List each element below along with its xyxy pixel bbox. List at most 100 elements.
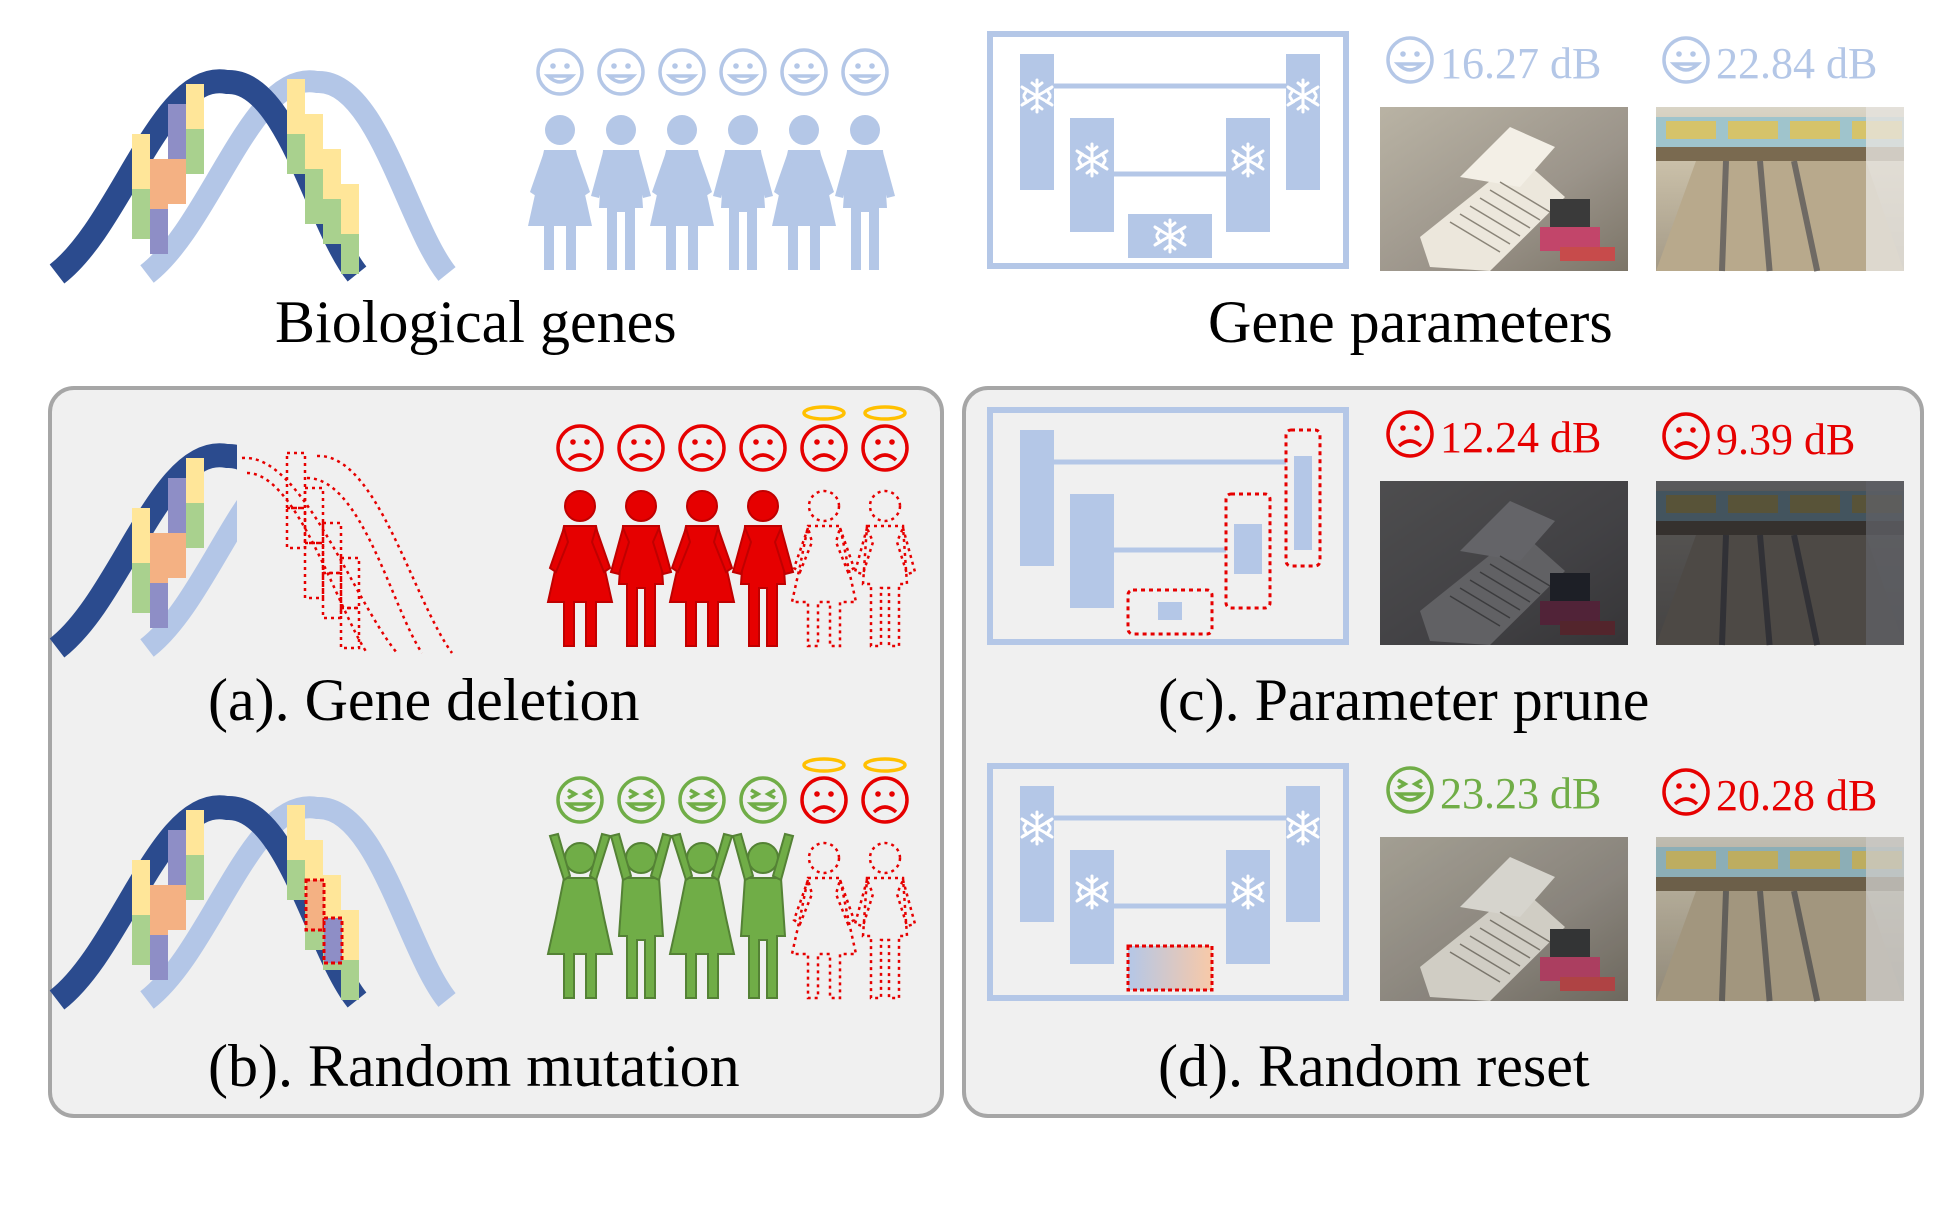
person-figure: [610, 490, 672, 647]
red-book: [1560, 247, 1615, 261]
base-pair-bar: [341, 234, 359, 274]
face-eye: [814, 791, 820, 797]
base-pair-bar: [168, 885, 186, 930]
base-pair-bar: [150, 209, 168, 254]
base-pair-bar: [132, 189, 150, 239]
unet-pruned-diagram: [987, 407, 1349, 645]
network-frame: [987, 31, 1349, 269]
base-pair-bar: [287, 805, 305, 860]
deleted-strand-outline: [246, 471, 369, 654]
lane-sign: [1790, 851, 1840, 869]
sad-face-icon: [800, 776, 848, 824]
laughing-face-icon: [739, 776, 787, 824]
open-book-photo: [1380, 107, 1628, 271]
person-figure: [790, 841, 858, 1000]
lane-gutter: [1757, 160, 1773, 272]
person-figure: [547, 490, 613, 647]
lane-sign: [1666, 121, 1716, 139]
halo-icon: [863, 757, 907, 773]
person-figure: [853, 489, 917, 648]
face-eye: [692, 439, 698, 445]
face-eye: [875, 439, 881, 445]
book-page: [1420, 887, 1565, 1001]
person-figure: [713, 115, 773, 270]
text-line: [1489, 919, 1541, 951]
network-frame: [987, 763, 1349, 1001]
face-eye: [1400, 51, 1406, 57]
pillar: [1866, 837, 1904, 1001]
face-eye: [869, 63, 875, 69]
base-pair-bar: [186, 810, 204, 855]
text-line: [1479, 927, 1531, 959]
unet-reset-diagram: [987, 763, 1349, 1001]
psnr-score-reset-2: 20.28 dB: [1716, 771, 1877, 820]
pin-deck: [1656, 877, 1904, 891]
psnr-score-top-1: 16.27 dB: [1440, 39, 1601, 88]
text-line: [1489, 189, 1541, 221]
sad-face-icon: [678, 424, 726, 472]
person-figure: [835, 115, 895, 270]
face-eye: [828, 791, 834, 797]
caption-parameter-prune: (c). Parameter prune: [1158, 667, 1650, 733]
decoder-block-2: [1234, 524, 1262, 574]
text-line: [1469, 205, 1521, 237]
lane-gutter: [1757, 890, 1773, 1002]
base-pair-bar: [150, 583, 168, 628]
face-eye: [631, 439, 637, 445]
sad-face-icon: [861, 424, 909, 472]
lane-gutter: [1791, 160, 1821, 272]
lane-gutter: [1719, 890, 1729, 1002]
open-book-photo: [1380, 481, 1628, 645]
lane-floor: [1656, 891, 1904, 1001]
deleted-strand-outline: [241, 456, 398, 654]
person-figure: [732, 490, 794, 647]
deleted-region: [237, 443, 467, 658]
dna-helix-mutated-icon: [49, 795, 456, 1010]
pruned-outline: [1126, 588, 1214, 636]
sad-face-icon: [800, 424, 848, 472]
text-line: [1479, 197, 1531, 229]
decoder-block-1: [1294, 456, 1312, 550]
person-figure: [610, 833, 672, 999]
face-eye: [1414, 425, 1420, 431]
face-eye: [645, 439, 651, 445]
dna-helix-icon: [49, 69, 456, 284]
laughing-face-icon: [1386, 766, 1434, 814]
encoder-block-2: [1070, 494, 1114, 608]
face-eye: [1690, 51, 1696, 57]
caption-gene-deletion: (a). Gene deletion: [208, 667, 640, 733]
dna-helix-deleted-icon: [49, 443, 467, 658]
decoder-block-1: [1286, 54, 1320, 190]
base-pair-bar: [305, 169, 323, 224]
dark-overlay: [1656, 481, 1904, 645]
base-pair-bar: [287, 860, 305, 900]
laughing-face-icon: [678, 776, 726, 824]
network-frame: [987, 407, 1349, 645]
person-figure: [772, 115, 836, 270]
sad-face-icon: [617, 424, 665, 472]
base-pair-bar: [132, 508, 150, 563]
halo-icon: [802, 405, 846, 421]
face-eye: [1690, 783, 1696, 789]
mutated-base-bar: [322, 916, 344, 965]
psnr-score-top-2: 22.84 dB: [1716, 39, 1877, 88]
person-figure: [591, 115, 651, 270]
red-book: [1560, 977, 1615, 991]
caption-random-mutation: (b). Random mutation: [208, 1033, 740, 1099]
base-pair-bar: [168, 830, 186, 885]
face-eye: [733, 63, 739, 69]
base-pair-bar: [323, 149, 341, 199]
smile-face-icon: [780, 48, 828, 96]
caption-gene-parameters: Gene parameters: [1208, 289, 1613, 355]
phone: [1550, 929, 1590, 959]
text-line: [1469, 935, 1521, 967]
face-eye: [1414, 51, 1420, 57]
face-eye: [753, 439, 759, 445]
dark-overlay: [1656, 837, 1904, 1001]
bowling-alley-photo: [1656, 107, 1904, 272]
lane-sign: [1728, 851, 1778, 869]
face-eye: [855, 63, 861, 69]
book-page: [1460, 127, 1555, 187]
base-pair-bar: [132, 915, 150, 965]
